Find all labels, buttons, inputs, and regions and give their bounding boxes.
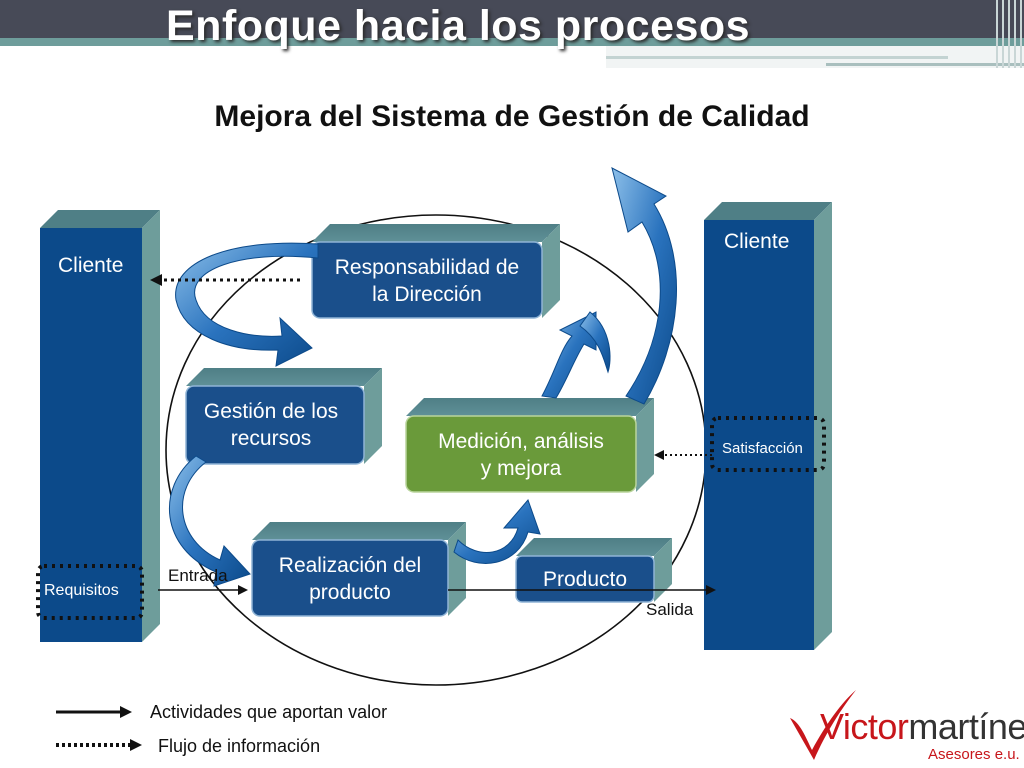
- management-text: Responsabilidad de la Dirección: [334, 256, 520, 306]
- realization-box: [251, 522, 466, 617]
- curved-arrow-realization: [453, 499, 541, 564]
- header-rule: [826, 63, 1024, 66]
- satisfaction-dotted-frame: [710, 416, 826, 472]
- curved-arrow-improvement-right: [579, 311, 611, 374]
- logo-swoosh-icon: [790, 690, 856, 760]
- curved-arrow-management: [175, 242, 319, 367]
- legend-value-activities: Actividades que aportan valor: [150, 702, 388, 722]
- client-left-column: [40, 210, 160, 642]
- client-left-label: Cliente: [58, 254, 124, 277]
- satisfaction-label: Satisfacción: [722, 440, 803, 457]
- resources-box: [185, 368, 382, 465]
- curved-arrow-resources: [168, 455, 251, 587]
- client-right-column: [704, 202, 832, 650]
- page-title: Enfoque hacia los procesos: [166, 2, 751, 50]
- output-label: Salida: [646, 600, 694, 619]
- management-box: [311, 224, 560, 319]
- requirements-dotted-frame: [36, 564, 144, 620]
- input-label: Entrada: [168, 566, 228, 585]
- curved-arrow-continuous-improvement: [611, 167, 677, 405]
- legend-information-flow: Flujo de información: [158, 736, 321, 756]
- header-rule: [606, 56, 948, 59]
- requirements-label: Requisitos: [44, 582, 119, 599]
- measurement-text: Medición, análisis y mejora: [438, 430, 604, 480]
- product-text: Producto: [542, 568, 628, 591]
- header-accent-band: [0, 38, 1024, 46]
- curved-arrow-measurement: [541, 311, 597, 399]
- header-band: [0, 0, 1024, 38]
- company-logo: Victormartínez Asesores e.u.: [782, 680, 1024, 766]
- diagram-subtitle: Mejora del Sistema de Gestión de Calidad: [214, 100, 810, 133]
- measurement-box: [405, 398, 654, 493]
- realization-text: Realización del producto: [278, 554, 422, 604]
- logo-tagline: Asesores e.u.: [928, 746, 1020, 763]
- resources-text: Gestión de los recursos: [203, 400, 339, 450]
- logo-wordmark: Victormartínez: [820, 706, 1024, 747]
- header-vertical-bars: [994, 0, 1024, 68]
- client-right-label: Cliente: [724, 230, 790, 253]
